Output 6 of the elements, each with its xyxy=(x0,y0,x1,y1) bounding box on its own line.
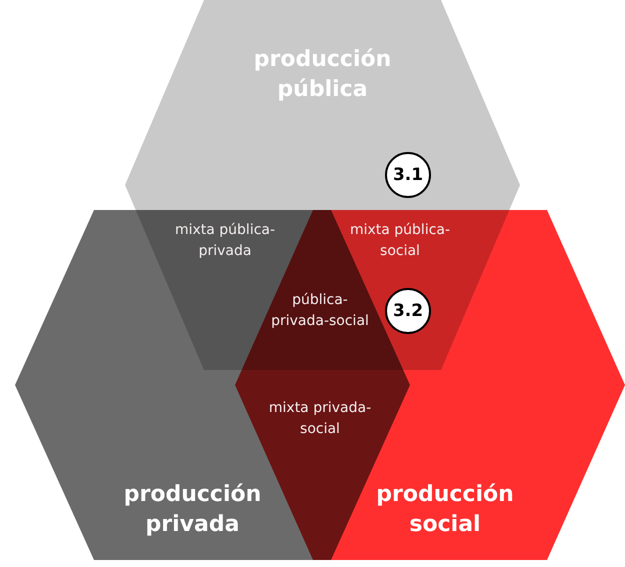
region-label: mixta pública-privada xyxy=(174,221,276,261)
node-title: producción social xyxy=(375,481,515,539)
region-label: mixta privada-social xyxy=(268,399,372,439)
region-label: pública-privada-social xyxy=(270,291,370,331)
region-label: mixta pública-social xyxy=(348,221,452,261)
node-title: producción privada xyxy=(122,481,262,539)
